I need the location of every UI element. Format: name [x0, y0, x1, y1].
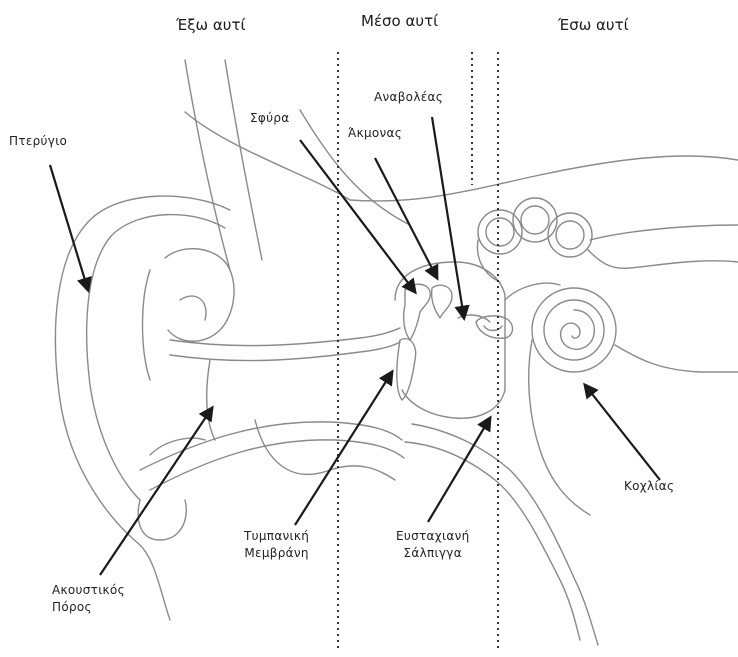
- arrow-canal: [100, 408, 212, 575]
- cochlea-shape: [505, 283, 738, 515]
- semicircular-canals: [477, 198, 738, 282]
- label-tympanic-line2: Μεμβράνη: [244, 545, 309, 562]
- label-eustachian-tube: Ευσταχιανή Σάλπιγγα: [396, 528, 469, 562]
- label-canal-line2: Πόρος: [52, 599, 125, 616]
- label-hammer: Σφύρα: [250, 110, 289, 127]
- header-inner-ear: Έσω αυτί: [558, 16, 629, 34]
- label-tympanic-line1: Τυμπανική: [244, 528, 309, 545]
- arrow-hammer: [300, 140, 415, 292]
- label-tympanic-membrane: Τυμπανική Μεμβράνη: [244, 528, 309, 562]
- label-pinna: Πτερύγιο: [9, 133, 67, 150]
- header-middle-ear: Μέσο αυτί: [361, 12, 438, 30]
- arrow-cochlea: [585, 385, 660, 480]
- label-eustachian-line2: Σάλπιγγα: [396, 545, 469, 562]
- anvil-bone: [432, 285, 452, 318]
- hammer-bone: [404, 284, 431, 340]
- label-anvil: Άκμονας: [348, 125, 402, 142]
- pinna-outer: [55, 196, 230, 620]
- pinna-inner-rim: [87, 215, 225, 500]
- label-eustachian-line1: Ευσταχιανή: [396, 528, 469, 545]
- tympanic-membrane: [397, 339, 416, 400]
- label-canal-line1: Ακουστικός: [52, 582, 125, 599]
- skin-behind-ear: [185, 60, 230, 270]
- arrow-pinna: [50, 165, 88, 290]
- label-acoustic-canal: Ακουστικός Πόρος: [52, 582, 125, 616]
- label-stirrup: Αναβολέας: [374, 89, 443, 106]
- helix-fold: [165, 249, 234, 342]
- label-cochlea: Κοχλίας: [624, 478, 674, 495]
- header-outer-ear: Έξω αυτί: [176, 16, 246, 34]
- arrow-anvil: [375, 158, 437, 278]
- ear-canal-lower: [140, 422, 402, 470]
- arrow-tympanic: [295, 372, 392, 525]
- ear-canal-upper: [170, 328, 400, 346]
